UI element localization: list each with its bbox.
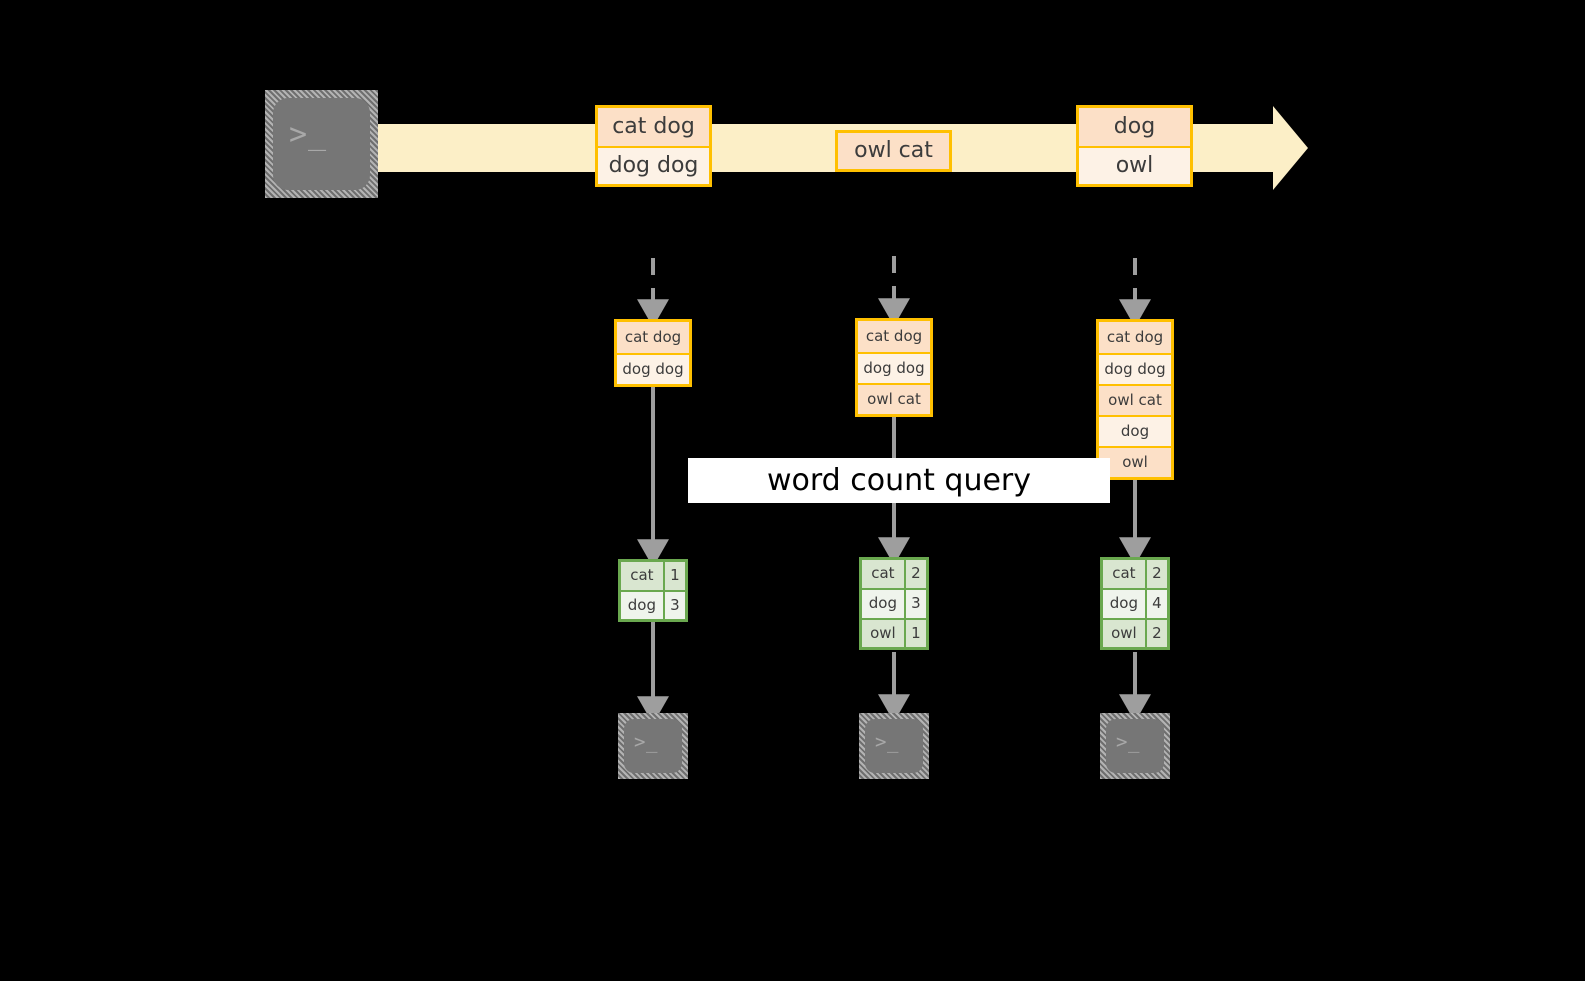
snapshot-input-row: dog bbox=[1099, 415, 1171, 446]
table-row: cat 2 bbox=[860, 558, 928, 589]
snapshot-input-row: dog dog bbox=[858, 352, 930, 383]
result-word: dog bbox=[860, 587, 905, 619]
table-row: dog 3 bbox=[860, 587, 928, 619]
stream-record-line: cat dog bbox=[598, 108, 709, 146]
stream-record-a[interactable]: cat dog dog dog bbox=[595, 105, 712, 187]
snapshot-input-table-t2[interactable]: cat dog dog dog owl cat bbox=[855, 318, 933, 417]
result-word: cat bbox=[860, 558, 905, 589]
snapshot-input-row: cat dog bbox=[617, 322, 689, 353]
result-count: 2 bbox=[903, 558, 928, 589]
stream-tap-connectors bbox=[637, 256, 1151, 328]
table-row: owl 1 bbox=[860, 617, 928, 649]
snapshot-input-table-t1[interactable]: cat dog dog dog bbox=[614, 319, 692, 387]
terminal-prompt-icon: >_ bbox=[289, 117, 327, 152]
sink-terminal-icon-t3[interactable]: >_ bbox=[1100, 713, 1170, 779]
result-count: 1 bbox=[662, 560, 687, 591]
terminal-screen: >_ bbox=[624, 719, 682, 773]
snapshot-input-row: owl cat bbox=[1099, 384, 1171, 415]
terminal-screen: >_ bbox=[865, 719, 923, 773]
snapshot-input-row: cat dog bbox=[1099, 322, 1171, 353]
snapshot-input-row: owl bbox=[1099, 446, 1171, 477]
terminal-prompt-icon: >_ bbox=[875, 731, 900, 753]
result-table-t3[interactable]: cat 2 dog 4 owl 2 bbox=[1100, 557, 1170, 650]
result-count: 2 bbox=[1144, 617, 1169, 649]
snapshot-input-row: owl cat bbox=[858, 383, 930, 414]
terminal-prompt-icon: >_ bbox=[1116, 731, 1141, 753]
stream-record-b[interactable]: owl cat bbox=[835, 130, 952, 172]
result-word: cat bbox=[619, 560, 664, 591]
terminal-screen: >_ bbox=[273, 98, 370, 190]
snapshot-input-row: dog dog bbox=[617, 353, 689, 384]
terminal-prompt-icon: >_ bbox=[634, 731, 659, 753]
table-row: cat 2 bbox=[1101, 558, 1169, 589]
result-word: owl bbox=[1101, 617, 1146, 649]
result-count: 1 bbox=[903, 617, 928, 649]
stream-record-line: dog bbox=[1079, 108, 1190, 146]
snapshot-input-row: dog dog bbox=[1099, 353, 1171, 384]
source-terminal-icon[interactable]: >_ bbox=[265, 90, 378, 198]
result-count: 3 bbox=[662, 589, 687, 621]
result-table-t1[interactable]: cat 1 dog 3 bbox=[618, 559, 688, 622]
terminal-screen: >_ bbox=[1106, 719, 1164, 773]
snapshot-input-row: cat dog bbox=[858, 321, 930, 352]
sink-terminal-icon-t2[interactable]: >_ bbox=[859, 713, 929, 779]
table-row: dog 3 bbox=[619, 589, 687, 621]
stream-record-c[interactable]: dog owl bbox=[1076, 105, 1193, 187]
table-row: dog 4 bbox=[1101, 587, 1169, 619]
result-table-t2[interactable]: cat 2 dog 3 owl 1 bbox=[859, 557, 929, 650]
result-word: dog bbox=[619, 589, 664, 621]
stream-record-line: dog dog bbox=[598, 146, 709, 184]
stream-record-line: owl bbox=[1079, 146, 1190, 184]
sink-terminal-icon-t1[interactable]: >_ bbox=[618, 713, 688, 779]
result-word: owl bbox=[860, 617, 905, 649]
result-count: 4 bbox=[1144, 587, 1169, 619]
sink-flow-connectors bbox=[637, 622, 1151, 725]
stream-record-line: owl cat bbox=[838, 133, 949, 169]
table-row: owl 2 bbox=[1101, 617, 1169, 649]
snapshot-input-table-t3[interactable]: cat dog dog dog owl cat dog owl bbox=[1096, 319, 1174, 480]
query-label: word count query bbox=[688, 458, 1110, 503]
result-count: 3 bbox=[903, 587, 928, 619]
table-row: cat 1 bbox=[619, 560, 687, 591]
result-word: cat bbox=[1101, 558, 1146, 589]
result-word: dog bbox=[1101, 587, 1146, 619]
result-count: 2 bbox=[1144, 558, 1169, 589]
